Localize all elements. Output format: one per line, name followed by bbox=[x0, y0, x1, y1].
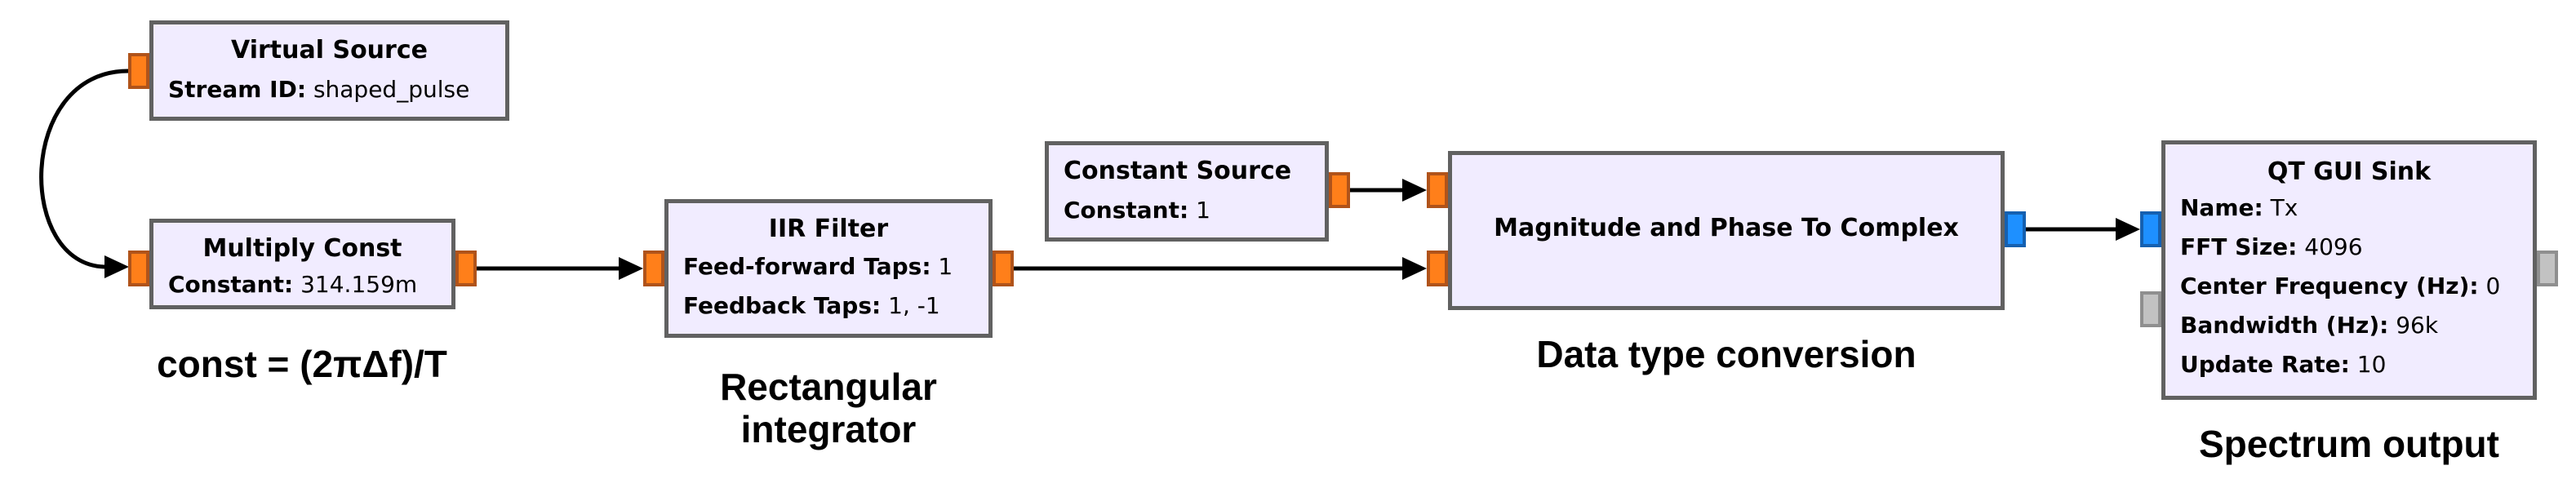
data-type-conversion-caption: Data type conversion bbox=[1536, 333, 1916, 375]
mag-phase-to-complex-block[interactable]: Magnitude and Phase To Complex bbox=[1448, 151, 2005, 310]
mag-phase-output-port[interactable] bbox=[2005, 211, 2026, 247]
param-stream-id: Stream ID: shaped_pulse bbox=[153, 70, 505, 109]
param-feedback: Feedback Taps: 1, -1 bbox=[668, 286, 988, 326]
arrowhead bbox=[1402, 179, 1427, 202]
caption-line: Rectangular bbox=[720, 366, 937, 408]
param-value: 10 bbox=[2356, 351, 2387, 378]
multiply-const-output-port[interactable] bbox=[455, 251, 477, 286]
constant-source-block[interactable]: Constant Source Constant: 1 bbox=[1045, 141, 1329, 242]
constant-source-output-port[interactable] bbox=[1329, 172, 1350, 208]
param-key: Center Frequency (Hz): bbox=[2180, 273, 2479, 299]
block-title: Constant Source bbox=[1064, 157, 1292, 185]
iir-filter-output-port[interactable] bbox=[993, 251, 1014, 286]
qt-gui-sink-block[interactable]: QT GUI Sink Name: Tx FFT Size: 4096 Cent… bbox=[2161, 140, 2537, 400]
param-key: Constant: bbox=[168, 271, 294, 298]
param-key: Constant: bbox=[1064, 197, 1189, 224]
const-formula-caption: const = (2πΔf)/T bbox=[157, 343, 447, 385]
block-title: Virtual Source bbox=[231, 36, 428, 64]
param-key: Feed-forward Taps: bbox=[683, 253, 931, 280]
param-value: shaped_pulse bbox=[313, 76, 470, 103]
spectrum-output-caption: Spectrum output bbox=[2199, 423, 2499, 465]
param-value: 96k bbox=[2396, 312, 2439, 339]
param-key: Bandwidth (Hz): bbox=[2180, 312, 2389, 339]
mag-phase-input-port-mag[interactable] bbox=[1427, 172, 1448, 208]
caption-line: integrator bbox=[740, 408, 917, 450]
param-constant: Constant: 1 bbox=[1049, 191, 1325, 230]
block-title: Multiply Const bbox=[202, 234, 402, 263]
qt-gui-sink-disabled-output-port[interactable] bbox=[2537, 251, 2558, 286]
arrowhead bbox=[2116, 218, 2140, 241]
param-value: Tx bbox=[2270, 194, 2298, 221]
arrowhead bbox=[104, 255, 129, 278]
arrowhead bbox=[619, 257, 643, 280]
param-constant: Constant: 314.159m bbox=[153, 265, 451, 304]
param-value: 0 bbox=[2485, 273, 2501, 299]
param-feed-forward: Feed-forward Taps: 1 bbox=[668, 247, 988, 286]
qt-gui-sink-input-port[interactable] bbox=[2140, 211, 2161, 247]
param-value: 314.159m bbox=[300, 271, 418, 298]
param-key: Update Rate: bbox=[2180, 351, 2350, 378]
qt-gui-sink-disabled-input-port[interactable] bbox=[2140, 291, 2161, 327]
block-title: Magnitude and Phase To Complex bbox=[1494, 214, 1959, 242]
param-key: Stream ID: bbox=[168, 76, 307, 103]
param-value: 1 bbox=[1196, 197, 1210, 224]
block-title: IIR Filter bbox=[768, 215, 889, 243]
arrowhead bbox=[1402, 257, 1427, 280]
param-key: Name: bbox=[2180, 194, 2263, 221]
param-key: FFT Size: bbox=[2180, 233, 2298, 260]
param-value: 1, -1 bbox=[888, 292, 940, 319]
mag-phase-input-port-phase[interactable] bbox=[1427, 251, 1448, 286]
param-center-frequency: Center Frequency (Hz): 0 bbox=[2165, 267, 2533, 306]
param-bandwidth: Bandwidth (Hz): 96k bbox=[2165, 306, 2533, 345]
virtual-source-block[interactable]: Virtual Source Stream ID: shaped_pulse bbox=[149, 20, 509, 121]
param-key: Feedback Taps: bbox=[683, 292, 882, 319]
block-title: QT GUI Sink bbox=[2267, 157, 2432, 186]
multiply-const-block[interactable]: Multiply Const Constant: 314.159m bbox=[149, 219, 455, 309]
multiply-const-input-port[interactable] bbox=[128, 251, 149, 286]
param-value: 1 bbox=[938, 253, 953, 280]
param-value: 4096 bbox=[2304, 233, 2363, 260]
iir-filter-block[interactable]: IIR Filter Feed-forward Taps: 1 Feedback… bbox=[664, 199, 993, 338]
param-name: Name: Tx bbox=[2165, 188, 2533, 228]
iir-filter-input-port[interactable] bbox=[643, 251, 664, 286]
param-update-rate: Update Rate: 10 bbox=[2165, 345, 2533, 384]
param-fft-size: FFT Size: 4096 bbox=[2165, 228, 2533, 267]
virtual-source-output-port[interactable] bbox=[128, 53, 149, 89]
wire-virtual-source-to-multiply[interactable] bbox=[39, 69, 129, 269]
rect-integrator-caption: Rectangular integrator bbox=[661, 366, 996, 450]
